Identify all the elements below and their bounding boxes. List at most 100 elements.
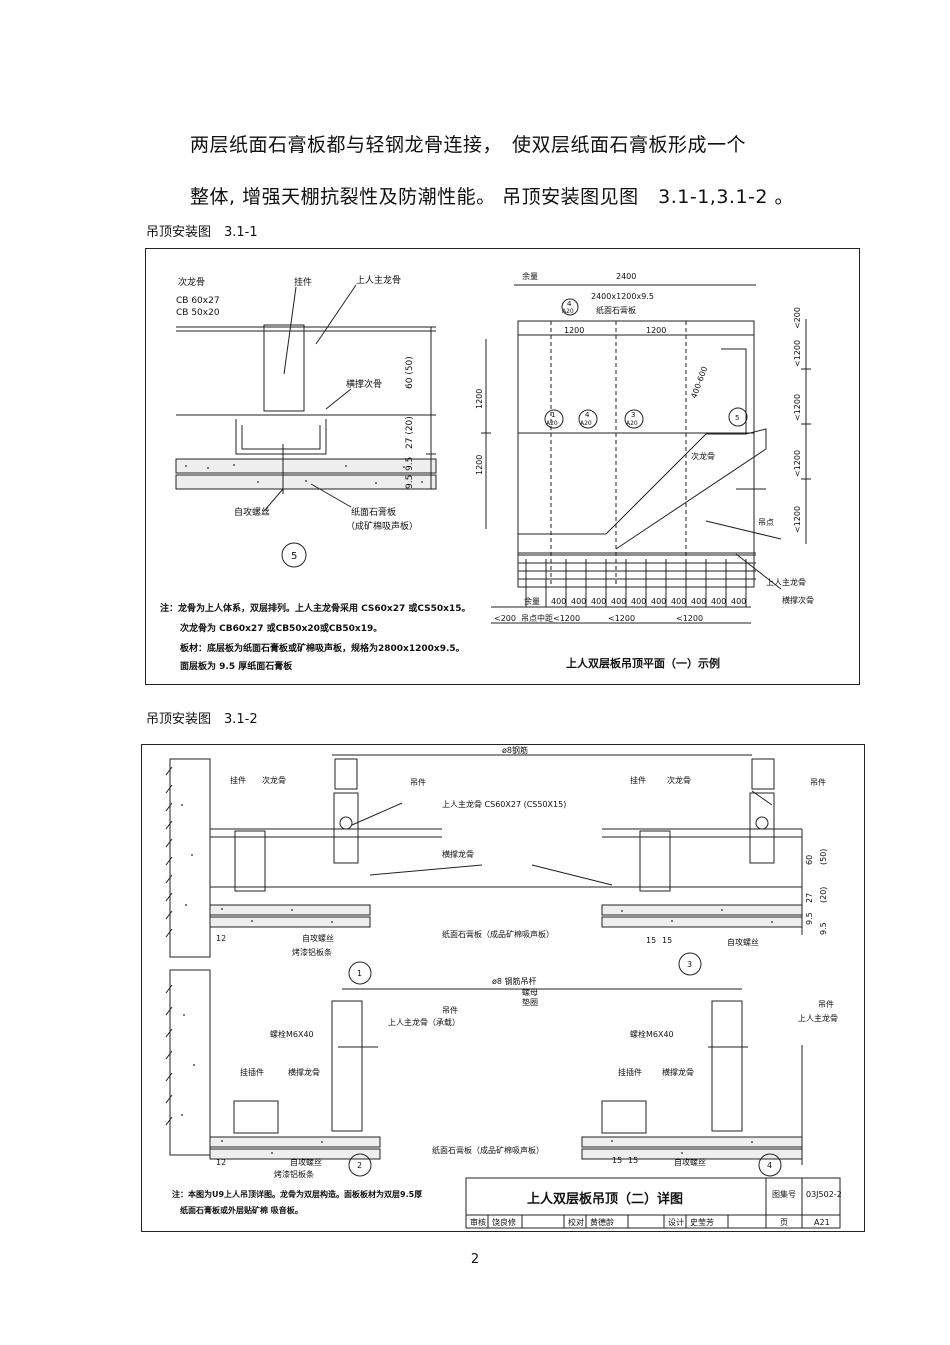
u-guajian-r: 挂件 — [630, 775, 646, 785]
l-d15-b: 15 — [628, 1156, 638, 1165]
u-diaojian-r: 吊件 — [810, 777, 826, 787]
plan-1200-b: 1200 — [646, 326, 666, 335]
tb-sheji: 设计 — [668, 1217, 684, 1227]
figure-3-1-2: ø8钢筋 挂件 次龙骨 吊件 上人主龙骨 CS60X27 (CS50X15) 横… — [141, 744, 865, 1232]
dim-60: 60 (50) — [405, 356, 415, 389]
figure-3-1-2-drawing: ø8钢筋 挂件 次龙骨 吊件 上人主龙骨 CS60X27 (CS50X15) 横… — [165, 745, 842, 1229]
u-detail-3: 3 — [687, 960, 692, 969]
plan-400-9: 400 — [711, 597, 726, 606]
l-diaojian: 吊件 — [442, 1005, 458, 1015]
l-guacha: 挂插件 — [240, 1067, 264, 1077]
u-gangjin: ø8钢筋 — [502, 745, 528, 755]
figure-3-1-1-drawing: 次龙骨 CB 60x27 CB 50x20 挂件 上人主龙骨 横撑次骨 自攻螺丝… — [160, 271, 814, 672]
u-dim-9-5-b: 9.5 — [819, 922, 828, 935]
plan-400-1: 400 — [551, 597, 566, 606]
body-text-line-2: 整体, 增强天棚抗裂性及防潮性能。 吊顶安装图见图 3.1-1,3.1-2 。 — [190, 186, 795, 208]
figure-caption-1: 吊顶安装图 3.1-1 — [146, 225, 258, 240]
plan-zhimian: 纸面石膏板 — [596, 305, 636, 315]
body-text-line-1: 两层纸面石膏板都与轻钢龙骨连接， 使双层纸面石膏板形成一个 — [190, 134, 747, 156]
plan-right-1200-2: <1200 — [793, 394, 802, 421]
plan-b-200: <200 — [494, 614, 516, 623]
bubble-4-s: A20 — [626, 420, 638, 427]
l-diaojian-r: 吊件 — [818, 999, 834, 1009]
title-block-title: 上人双层板吊顶（二）详图 — [527, 1191, 683, 1207]
tb-ye-number: A21 — [814, 1218, 830, 1227]
l-d12: 12 — [216, 1158, 226, 1167]
bubble-5-n: 5 — [735, 414, 739, 422]
plan-diaodian: 吊点 — [758, 518, 774, 527]
plan-ci-longgu: 次龙骨 — [691, 451, 715, 461]
label-cb-1: CB 60x27 — [176, 296, 220, 306]
u-dim-20: (20) — [819, 887, 828, 903]
l-zhimian: 纸面石膏板（成品矿棉吸声板） — [432, 1145, 544, 1155]
plan-400-3: 400 — [591, 597, 606, 606]
figure-caption-2: 吊顶安装图 3.1-2 — [146, 712, 258, 727]
plan-2400: 2400 — [616, 272, 636, 281]
l-zigong: 自攻螺丝 — [290, 1157, 322, 1167]
label-ci-longgu: 次龙骨 — [178, 276, 205, 288]
plan-right-1200-4: <1200 — [793, 506, 802, 533]
u-dim-9-5-a: 9.5 — [805, 912, 814, 925]
page-number: 2 — [470, 1252, 480, 1267]
note-line-1: 注：龙骨为上人体系，双层排列。上人主龙骨采用 CS60x27 或CS50x15。 — [160, 602, 470, 614]
u-guajian: 挂件 — [230, 775, 246, 785]
plan-400-8: 400 — [691, 597, 706, 606]
figure-3-1-1: 次龙骨 CB 60x27 CB 50x20 挂件 上人主龙骨 横撑次骨 自攻螺丝… — [145, 248, 860, 685]
u-zigong: 自攻螺丝 — [302, 933, 334, 943]
label-zigong: 自攻螺丝 — [234, 506, 270, 518]
u-d12: 12 — [216, 934, 226, 943]
plan-slope: 400-600 — [689, 365, 709, 399]
plan-yuliang-bottom: 余量 — [524, 596, 540, 606]
u-dim-27: 27 — [805, 893, 814, 903]
u-hengcheng: 横撑龙骨 — [442, 849, 474, 859]
l-detail-2: 2 — [357, 1161, 362, 1170]
label-cb-2: CB 50x20 — [176, 308, 220, 318]
fig2-note-line-1: 注：本图为U9上人吊顶详图。龙骨为双层构造。面板板材为双层9.5厚 — [172, 1189, 422, 1199]
fig2-note-line-2: 纸面石膏板或外层贴矿棉 吸音板。 — [180, 1205, 303, 1215]
plan-right-1200-3: <1200 — [793, 450, 802, 477]
l-d15-a: 15 — [612, 1156, 622, 1165]
plan-right-1200-1: <1200 — [793, 340, 802, 367]
u-detail-1: 1 — [357, 969, 362, 978]
plan-400-4: 400 — [611, 597, 626, 606]
plan-400-6: 400 — [651, 597, 666, 606]
l-luoshuan: 螺栓M6X40 — [270, 1029, 314, 1039]
plan-400-7: 400 — [671, 597, 686, 606]
bubble-1-s: A20 — [562, 308, 574, 315]
l-zhu-r: 上人主龙骨 — [798, 1013, 838, 1023]
label-zhimian: 纸面石膏板 — [351, 506, 396, 518]
plan-left-1200-b: 1200 — [475, 455, 484, 475]
tb-shenhe-name: 饶良修 — [492, 1217, 516, 1227]
bubble-2-s: A20 — [546, 420, 558, 427]
plan-size: 2400x1200x9.5 — [591, 292, 654, 301]
plan-zhu-longgu: 上人主龙骨 — [766, 577, 806, 587]
plan-1200-a: 1200 — [564, 326, 584, 335]
bubble-2-n: 1 — [551, 411, 555, 419]
u-zhimian: 纸面石膏板（成品矿棉吸声板） — [442, 929, 554, 939]
dim-27: 27 (20) — [405, 416, 415, 449]
note-line-4: 面层板为 9.5 厚纸面石膏板 — [180, 660, 293, 672]
atlas-number: 03J502-2 — [806, 1190, 842, 1199]
u-ci-longgu-r: 次龙骨 — [667, 775, 691, 785]
note-line-2: 次龙骨为 CB60x27 或CB50x20或CB50x19。 — [180, 622, 382, 634]
plan-b-1200-b: <1200 — [676, 614, 703, 623]
u-d15-b: 15 — [662, 936, 672, 945]
label-guajian: 挂件 — [294, 276, 312, 288]
detail-number-5: 5 — [291, 551, 297, 562]
tb-shenhe: 审核 — [470, 1217, 486, 1227]
bubble-3-n: 4 — [585, 411, 590, 419]
label-kuangmian: （成矿棉吸声板） — [346, 520, 418, 532]
plan-right-200: <200 — [793, 307, 802, 329]
plan-left-1200-a: 1200 — [475, 389, 484, 409]
plan-title: 上人双层板吊顶平面（一）示例 — [566, 656, 720, 670]
note-line-3: 板材：底层板为纸面石膏板或矿棉吸声板，规格为2800x1200x9.5。 — [180, 642, 465, 654]
label-zhu-longgu: 上人主龙骨 — [356, 274, 401, 286]
dim-9-5-a: 9.5 — [405, 457, 415, 471]
tb-jiaodui: 校对 — [568, 1217, 584, 1227]
u-d15-a: 15 — [646, 936, 656, 945]
u-dim-50: (50) — [819, 849, 828, 865]
atlas-label: 图集号 — [772, 1189, 796, 1199]
bubble-3-s: A20 — [580, 420, 592, 427]
plan-b-mid: 吊点中距<1200 — [521, 613, 580, 623]
l-zigong-r: 自攻螺丝 — [674, 1157, 706, 1167]
